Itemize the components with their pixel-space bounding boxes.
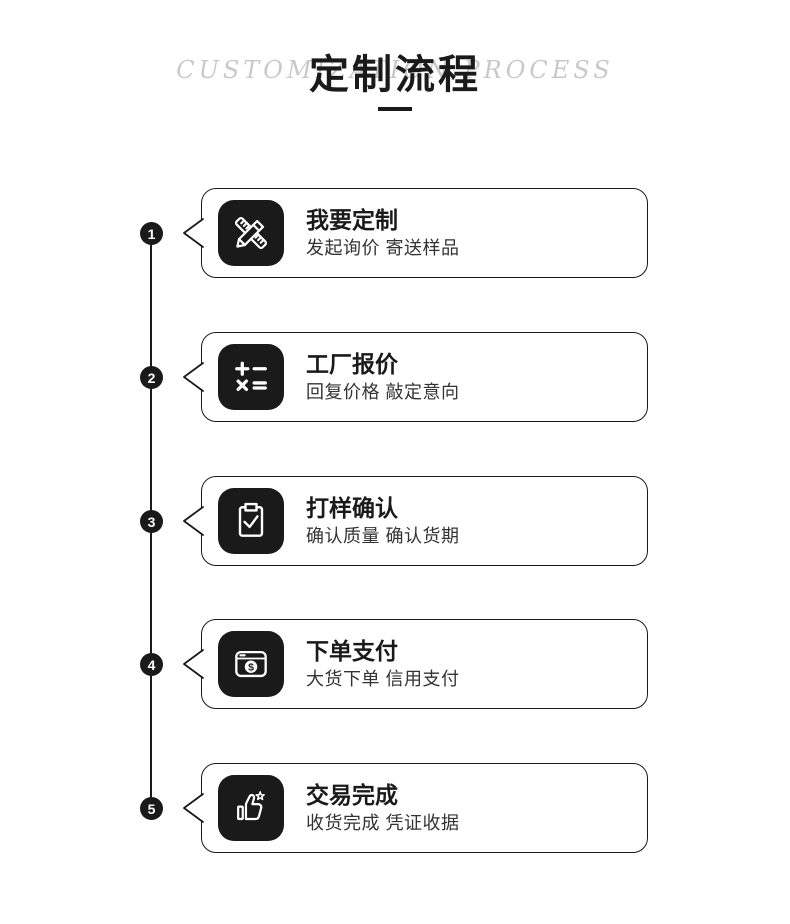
step-number-badge: 5 [140, 797, 163, 820]
step-card-2: 工厂报价 回复价格 敲定意向 [183, 332, 648, 422]
step-title: 工厂报价 [306, 351, 398, 377]
step-subtitle: 回复价格 敲定意向 [306, 382, 460, 402]
clipboard-check-icon [218, 488, 284, 554]
card-notch [183, 362, 204, 392]
step-number-badge: 2 [140, 366, 163, 389]
step-subtitle: 发起询价 寄送样品 [306, 238, 460, 258]
payment-window-icon: $ [218, 631, 284, 697]
step-card-3: 打样确认 确认质量 确认货期 [183, 476, 648, 566]
step-title: 我要定制 [306, 207, 398, 233]
step-title: 交易完成 [306, 782, 398, 808]
step-title: 下单支付 [306, 638, 398, 664]
header-subtitle-en: CUSTOMIZATION PROCESS [176, 56, 614, 84]
card-notch [183, 793, 204, 823]
step-card-5: 交易完成 收货完成 凭证收据 [183, 763, 648, 853]
step-subtitle: 大货下单 信用支付 [306, 669, 460, 689]
step-card-1: 我要定制 发起询价 寄送样品 [183, 188, 648, 278]
card-notch [183, 506, 204, 536]
title-divider [378, 107, 412, 111]
thumb-up-star-icon [218, 775, 284, 841]
page-title: 定制流程 [309, 53, 481, 97]
card-notch [183, 649, 204, 679]
calculator-icon [218, 344, 284, 410]
step-subtitle: 收货完成 凭证收据 [306, 813, 460, 833]
step-card-4: $ 下单支付 大货下单 信用支付 [183, 619, 648, 709]
svg-text:$: $ [248, 661, 254, 673]
pencil-ruler-icon [218, 200, 284, 266]
step-subtitle: 确认质量 确认货期 [306, 526, 460, 546]
step-number-badge: 4 [140, 653, 163, 676]
step-title: 打样确认 [306, 495, 398, 521]
step-number-badge: 1 [140, 222, 163, 245]
step-number-badge: 3 [140, 510, 163, 533]
card-notch [183, 218, 204, 248]
